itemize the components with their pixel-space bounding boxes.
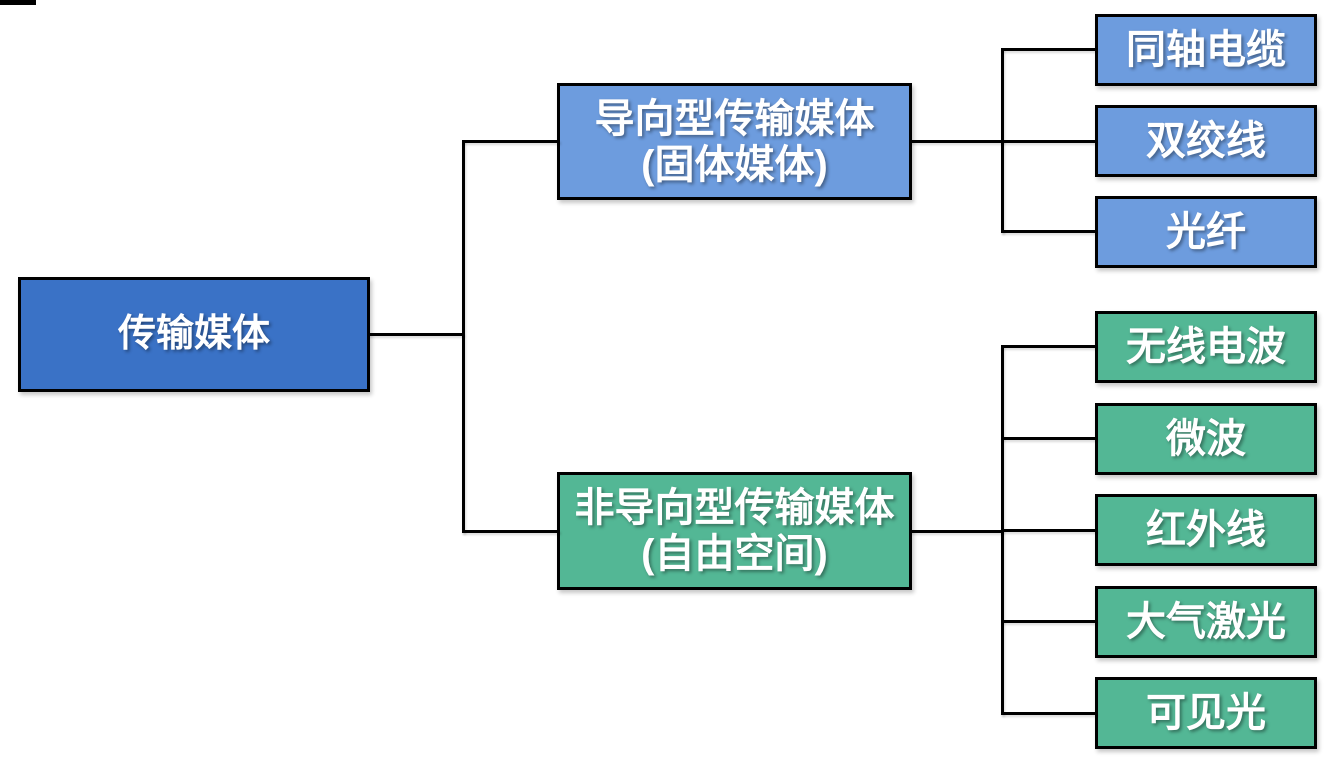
node-label: 传输媒体	[117, 312, 270, 355]
corner-mark	[0, 0, 36, 5]
connector-to-twisted-pair	[1001, 140, 1097, 143]
node-label: 双绞线	[1146, 119, 1266, 163]
connector-to-fiber	[1001, 230, 1097, 233]
connector-to-visible	[1001, 712, 1097, 715]
node-sublabel: (自由空间)	[641, 532, 828, 576]
node-label: 同轴电缆	[1126, 28, 1286, 72]
node-transmission-media: 传输媒体	[18, 277, 370, 392]
node-visible-light: 可见光	[1095, 677, 1317, 749]
connector-to-radio	[1001, 345, 1097, 348]
node-radio-waves: 无线电波	[1095, 311, 1317, 383]
connector-to-laser	[1001, 620, 1097, 623]
connector-to-guided	[462, 140, 560, 143]
node-optical-fiber: 光纤	[1095, 196, 1317, 268]
node-coaxial-cable: 同轴电缆	[1095, 14, 1317, 86]
connector-root-out	[368, 333, 464, 336]
connector-to-unguided	[462, 530, 560, 533]
node-atmospheric-laser: 大气激光	[1095, 586, 1317, 658]
node-label: 光纤	[1166, 210, 1246, 254]
node-label: 非导向型传输媒体	[574, 486, 895, 530]
node-sublabel: (固体媒体)	[641, 142, 828, 187]
node-label: 导向型传输媒体	[594, 96, 875, 141]
node-infrared: 红外线	[1095, 494, 1317, 566]
node-label: 无线电波	[1126, 325, 1286, 369]
node-twisted-pair: 双绞线	[1095, 105, 1317, 177]
connector-to-infrared	[1001, 529, 1097, 532]
node-unguided-media: 非导向型传输媒体 (自由空间)	[557, 472, 912, 590]
node-guided-media: 导向型传输媒体 (固体媒体)	[557, 83, 912, 200]
node-label: 红外线	[1146, 508, 1266, 552]
connector-root-trunk	[462, 140, 465, 533]
node-label: 可见光	[1146, 691, 1266, 735]
node-microwave: 微波	[1095, 403, 1317, 475]
connector-guided-out	[910, 140, 1003, 143]
connector-to-microwave	[1001, 437, 1097, 440]
connector-to-coaxial	[1001, 48, 1097, 51]
connector-unguided-out	[910, 530, 1003, 533]
node-label: 大气激光	[1126, 600, 1286, 644]
node-label: 微波	[1166, 417, 1246, 461]
